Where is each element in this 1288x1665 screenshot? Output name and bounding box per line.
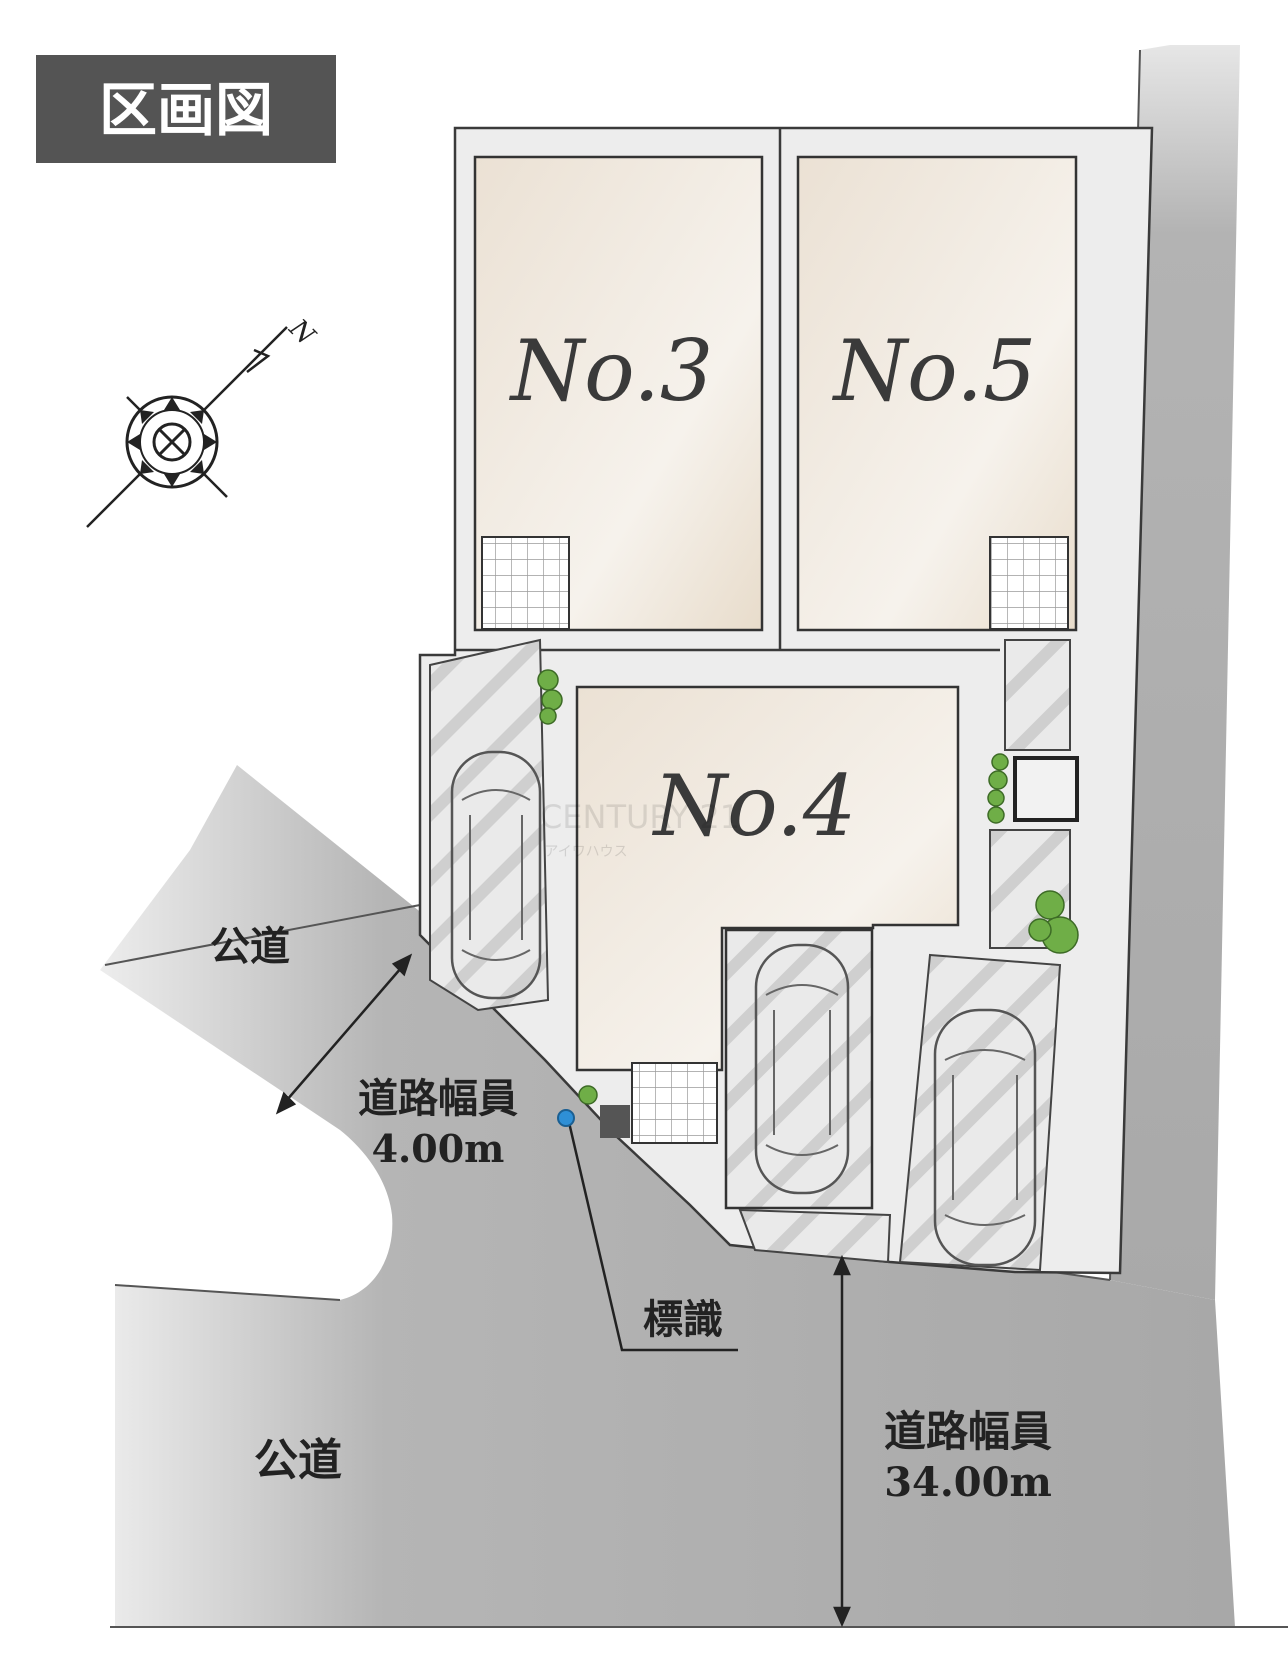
lower-road-width-dimension — [833, 1254, 851, 1628]
sign-label: 標識 — [643, 1296, 723, 1343]
page-title: 区画図 — [99, 76, 273, 144]
title-box: 区画図 — [36, 55, 336, 163]
road-edge-lower — [114, 1284, 341, 1301]
upper-road-name: 公道 — [210, 923, 290, 970]
entry-step — [600, 1105, 630, 1138]
sign-marker — [557, 1109, 575, 1127]
entrance-tile-no3 — [481, 536, 570, 630]
lot-label-no5: No.5 — [832, 322, 1037, 420]
walkway-no4 — [738, 1208, 892, 1264]
compass-north-label: N — [282, 313, 321, 352]
sign-leader-line — [566, 1117, 738, 1352]
upper-road-width-dimension — [275, 953, 413, 1115]
upper-road-width-label: 道路幅員 — [358, 1075, 518, 1122]
lower-road-width-value: 34.00m — [884, 1459, 1052, 1506]
watermark-main: CENTURY 21 — [540, 798, 740, 836]
greenery — [537, 669, 1079, 1105]
storage-no5 — [1013, 756, 1079, 822]
lot-label-no4: No.4 — [652, 757, 857, 855]
side-path-no5 — [1004, 639, 1071, 751]
upper-road-width-value: 4.00m — [372, 1126, 505, 1171]
entrance-tile-no5 — [989, 536, 1069, 630]
upper-public-road — [100, 765, 1235, 1627]
lower-road-name: 公道 — [254, 1435, 342, 1486]
compass-rose-icon — [86, 326, 288, 528]
lower-road-width-label: 道路幅員 — [884, 1407, 1052, 1456]
parking-no4 — [724, 928, 874, 1210]
lot-no4-house — [575, 685, 960, 1072]
lot-divider — [455, 128, 1000, 652]
lot-label-no3: No.3 — [509, 322, 714, 420]
parking-no5 — [898, 953, 1062, 1272]
entrance-tile-no4 — [631, 1062, 718, 1144]
parking-no3 — [429, 638, 550, 1012]
watermark-sub: アイワハウス — [544, 844, 627, 860]
